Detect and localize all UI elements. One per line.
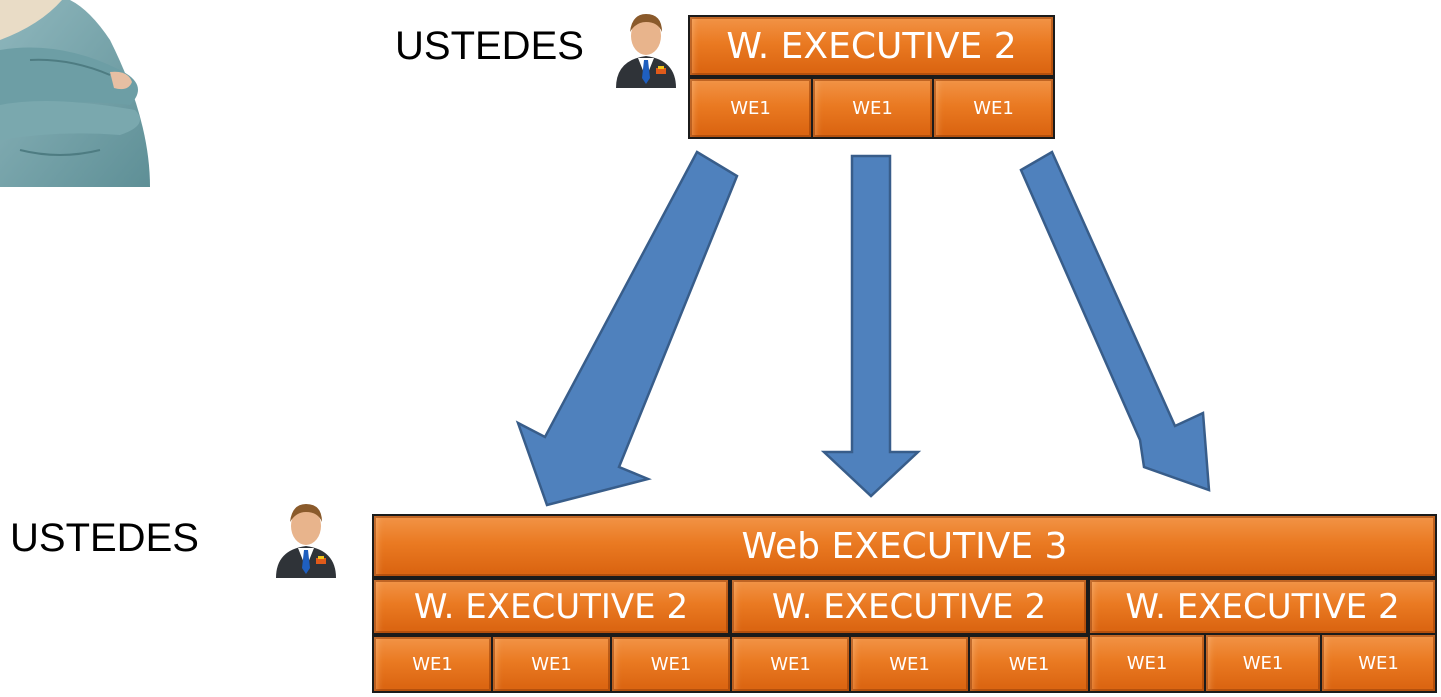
bottom-we1-7: WE1 [1088,633,1206,693]
bottom-executive3-box: Web EXECUTIVE 3 [372,514,1437,578]
businessman-avatar-icon [612,8,680,88]
bottom-we1-2: WE1 [491,635,612,693]
ustedes-label-top: USTEDES [395,24,584,68]
woman-photo [0,0,160,187]
bottom-we1-3: WE1 [610,635,732,693]
top-executive-box: W. EXECUTIVE 2 [688,15,1055,77]
top-we1-3: WE1 [932,77,1055,139]
ustedes-label-bottom: USTEDES [10,516,199,560]
bottom-we1-1: WE1 [372,635,493,693]
top-we1-1: WE1 [688,77,813,139]
middle-arrow [820,154,922,498]
bottom-executive2-box-2: W. EXECUTIVE 2 [730,578,1088,635]
top-we1-2: WE1 [811,77,934,139]
bottom-executive2-box-1: W. EXECUTIVE 2 [372,578,730,635]
bottom-we1-8: WE1 [1204,633,1322,693]
bottom-we1-4: WE1 [730,635,851,693]
bottom-we1-5: WE1 [849,635,970,693]
left-arrow [515,150,739,507]
bottom-we1-6: WE1 [968,635,1090,693]
businessman-avatar-icon [272,496,340,578]
bottom-we1-9: WE1 [1320,633,1437,693]
bottom-executive2-box-3: W. EXECUTIVE 2 [1088,578,1437,635]
right-arrow [1019,150,1211,492]
